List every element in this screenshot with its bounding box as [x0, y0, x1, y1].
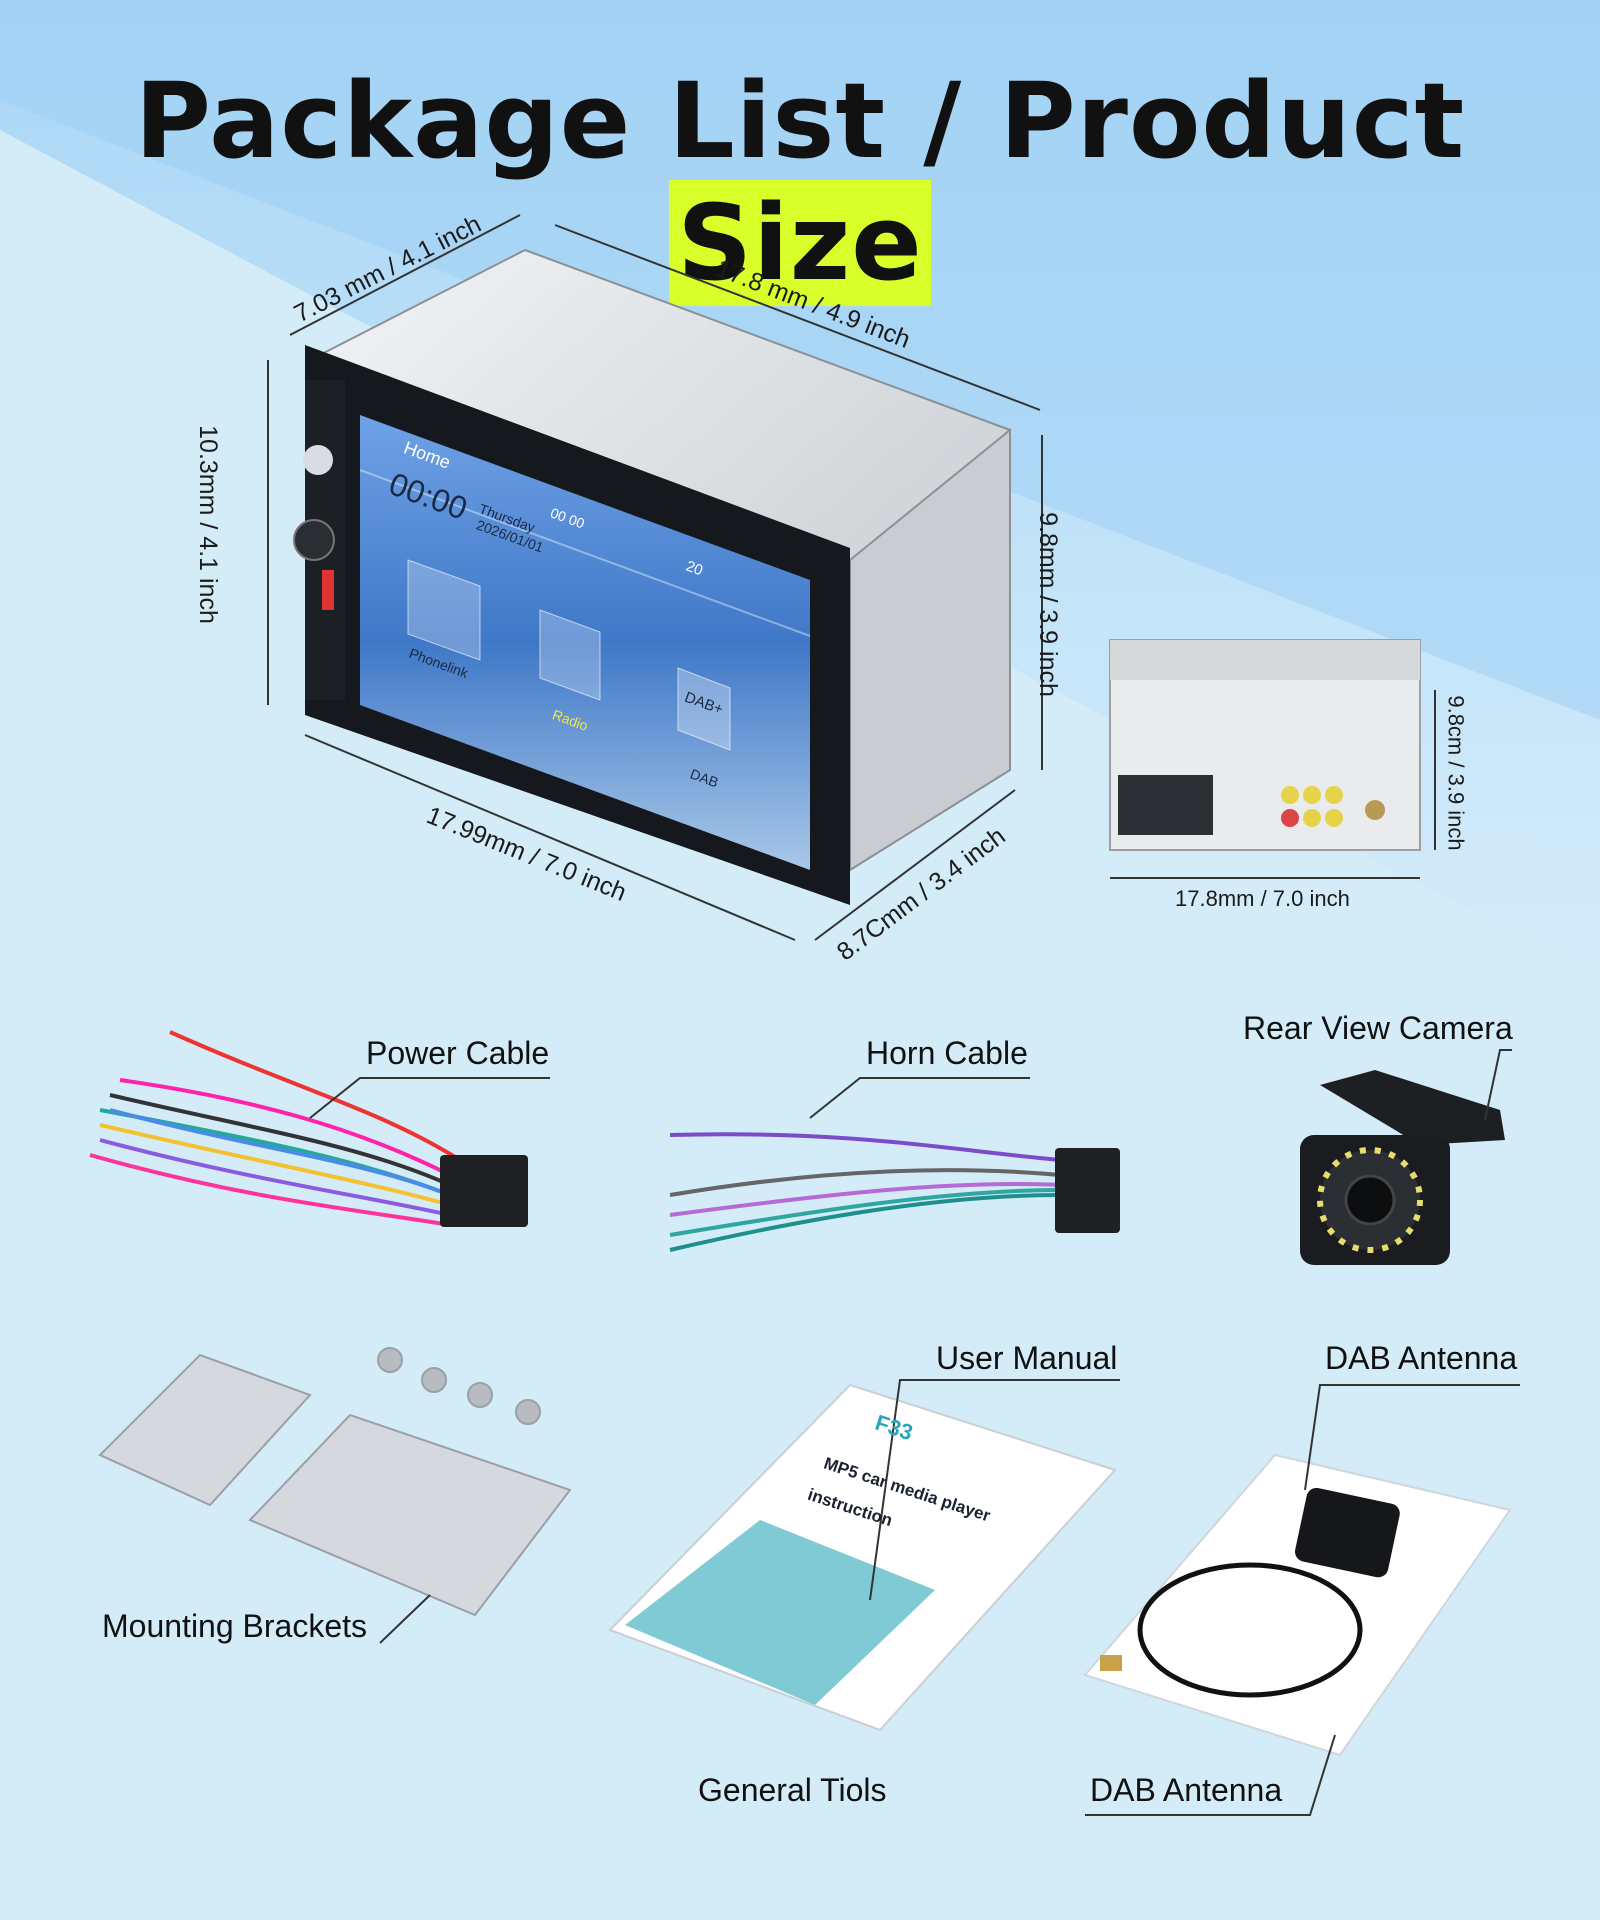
dab-antenna-image — [1083, 1453, 1512, 1757]
label-power-cable: Power Cable — [366, 1035, 550, 1071]
label-user-manual: User Manual — [936, 1340, 1118, 1376]
dim-height-left: 10.3mm / 4.1 inch — [193, 425, 222, 624]
label-dab-antenna-top: DAB Antenna — [1325, 1340, 1518, 1376]
label-leaders — [309, 1049, 1520, 1816]
head-unit-rear — [1109, 639, 1421, 851]
label-mounting-brackets: Mounting Brackets — [102, 1608, 368, 1644]
title-main: Package List / Product — [134, 60, 1466, 182]
power-cable-image — [89, 1030, 462, 1227]
user-manual-image — [608, 1383, 1117, 1732]
rear-camera-image — [1300, 1070, 1505, 1265]
label-rear-camera: Rear View Camera — [1243, 1010, 1513, 1046]
power-cable-connector — [440, 1155, 528, 1227]
dim-height-right: 9.8mm / 3.9 inch — [1033, 512, 1062, 697]
dim-rear-width: 17.8mm / 7.0 inch — [1175, 886, 1350, 911]
mounting-brackets-image — [98, 1347, 572, 1617]
head-unit — [293, 248, 1011, 905]
dim-rear-height: 9.8cm / 3.9 inch — [1443, 695, 1469, 851]
label-horn-cable: Horn Cable — [866, 1035, 1028, 1071]
label-general-tools: General Tiols — [698, 1772, 887, 1808]
dimension-lines — [267, 214, 1436, 941]
horn-cable-image — [669, 1132, 1061, 1252]
horn-cable-connector — [1055, 1148, 1120, 1233]
label-dab-antenna-bottom: DAB Antenna — [1090, 1772, 1283, 1808]
page-title: Package List / Product Size — [0, 60, 1600, 306]
